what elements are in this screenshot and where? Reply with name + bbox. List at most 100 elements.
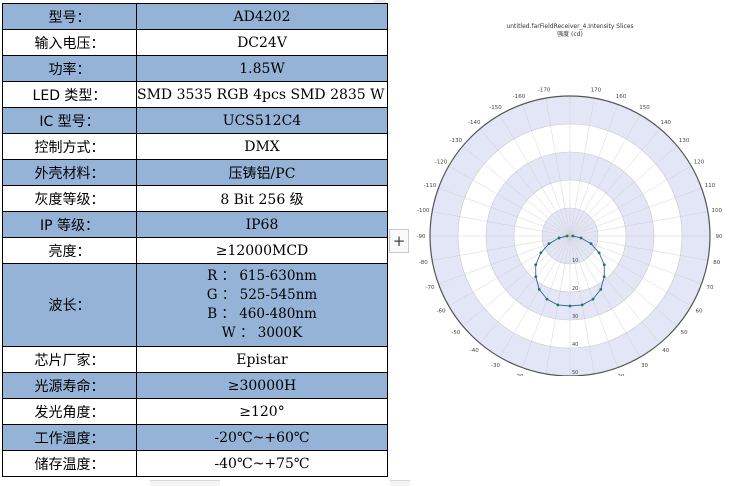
angle-label: -80: [419, 260, 428, 266]
angle-label: -160: [513, 94, 526, 100]
angle-label: -90: [417, 234, 426, 240]
series-point: [545, 297, 549, 301]
angle-spoke: [448, 235, 571, 307]
angle-label: -170: [538, 87, 551, 93]
series-point: [547, 242, 551, 246]
spec-row: 灰度等级：8 Bit 256 级: [2, 185, 388, 212]
spec-row: IP 等级：IP68: [2, 211, 388, 238]
series-point: [591, 297, 595, 301]
series-point: [599, 287, 603, 291]
spec-label: 发光角度：: [2, 398, 137, 425]
radial-tick-label: 20: [572, 286, 578, 292]
plus-icon[interactable]: +: [389, 229, 409, 253]
series-point: [537, 287, 541, 291]
series-point: [602, 263, 606, 267]
angle-label: -130: [450, 138, 463, 144]
angle-spoke: [499, 235, 571, 358]
radial-tick-label: 50: [572, 370, 578, 376]
angle-label: 160: [616, 94, 627, 100]
series-point: [534, 275, 538, 279]
angle-label: -30: [491, 363, 500, 369]
series-point: [539, 251, 543, 255]
angle-label: -110: [424, 183, 437, 189]
angle-spoke: [569, 145, 678, 237]
spec-label: 功率：: [2, 55, 137, 82]
angle-label: 50: [681, 330, 688, 336]
spec-row: 储存温度：-40℃~+75℃: [2, 450, 388, 477]
chart-title: untitled.farFieldReceiver_4.Intensity Sl…: [506, 23, 633, 30]
angle-spoke: [521, 104, 571, 237]
series-point: [565, 234, 569, 238]
angle-label: 100: [711, 208, 722, 214]
radial-tick-label: 30: [572, 314, 578, 320]
spec-label: 波长：: [2, 263, 137, 347]
angle-label: -70: [425, 285, 434, 291]
angle-spoke: [432, 211, 571, 237]
spec-value: ≥30000H: [136, 372, 388, 399]
angle-spoke: [545, 98, 571, 237]
angle-spoke: [462, 145, 571, 237]
spec-row: LED 类型：SMD 3535 RGB 4pcs SMD 2835 W 1p: [2, 81, 388, 108]
spec-label: 芯片厂家：: [2, 346, 137, 373]
series-point: [589, 242, 593, 246]
angle-spoke: [569, 235, 619, 368]
spec-row: 亮度：≥12000MCD: [2, 237, 388, 264]
angle-label: 70: [707, 285, 714, 291]
series-point: [597, 251, 601, 255]
spec-value: DMX: [136, 133, 388, 160]
spec-value: 1.85W: [136, 55, 388, 82]
angle-spoke: [569, 104, 619, 237]
angle-spoke: [432, 235, 571, 261]
spec-value: 8 Bit 256 级: [136, 185, 388, 212]
spec-label: 型号：: [2, 3, 137, 30]
series-point: [602, 275, 606, 279]
angle-label: 20: [617, 374, 624, 376]
angle-label: -20: [515, 374, 524, 376]
angle-label: 150: [639, 105, 650, 111]
angle-label: 110: [705, 183, 716, 189]
spec-label: 灰度等级：: [2, 185, 137, 212]
angle-spoke: [521, 235, 571, 368]
spec-value: AD4202: [136, 3, 388, 30]
angle-spoke: [569, 187, 702, 237]
scrollbar[interactable]: [150, 480, 220, 486]
spec-value: -40℃~+75℃: [136, 450, 388, 477]
spec-label: 输入电压：: [2, 29, 137, 56]
angle-spoke: [569, 235, 692, 307]
angle-spoke: [479, 235, 571, 344]
spec-row: 输入电压：DC24V: [2, 29, 388, 56]
angle-label: -140: [468, 120, 481, 126]
spec-value: ≥120°: [136, 398, 388, 425]
spec-label: 工作温度：: [2, 424, 137, 451]
spec-label: IC 型号：: [2, 107, 137, 134]
angle-label: 170: [591, 87, 602, 93]
spec-label: 控制方式：: [2, 133, 137, 160]
spec-value: UCS512C4: [136, 107, 388, 134]
spec-value: ≥12000MCD: [136, 237, 388, 264]
spec-label: 光源寿命：: [2, 372, 137, 399]
series-point: [580, 303, 584, 307]
angle-spoke: [499, 114, 571, 237]
angle-label: -150: [489, 105, 502, 111]
angle-label: 130: [679, 138, 690, 144]
spec-row: IC 型号：UCS512C4: [2, 107, 388, 134]
angle-label: -40: [470, 348, 479, 354]
series-point: [568, 304, 572, 308]
wavelength-line: G ： 525-545nm: [206, 287, 318, 303]
angle-spoke: [479, 128, 571, 237]
angle-spoke: [569, 98, 595, 237]
spec-row: 芯片厂家：Epistar: [2, 346, 388, 373]
spec-row: 工作温度：-20℃~+60℃: [2, 424, 388, 451]
angle-label: 60: [696, 309, 703, 315]
angle-spoke: [569, 235, 661, 344]
angle-spoke: [462, 235, 571, 327]
series-point: [534, 263, 538, 267]
angle-label: 90: [716, 234, 723, 240]
spec-value: IP68: [136, 211, 388, 238]
scrollbar-track: [390, 480, 410, 486]
spec-value: Epistar: [136, 346, 388, 373]
outer-ring: [429, 95, 711, 376]
